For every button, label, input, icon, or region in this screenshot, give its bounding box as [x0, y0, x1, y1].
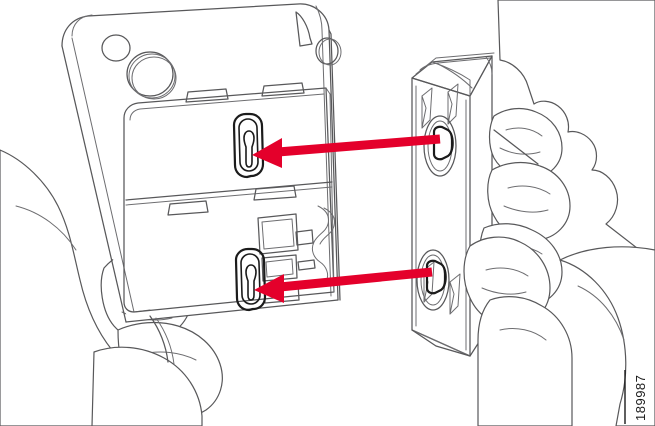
phone-body-group — [61, 1, 342, 365]
figure-id-group: 189987 — [624, 370, 648, 424]
right-hand-group — [463, 0, 655, 426]
upper-keyhole — [232, 112, 265, 179]
upper-peg — [423, 115, 457, 177]
figure-id-label: 189987 — [633, 375, 648, 421]
lower-arrow — [254, 267, 433, 303]
lower-keyhole — [234, 247, 267, 312]
lower-peg — [416, 249, 450, 311]
alignment-arrows — [252, 134, 441, 303]
phone-back-panel — [123, 82, 335, 313]
upper-arrow — [252, 134, 441, 168]
